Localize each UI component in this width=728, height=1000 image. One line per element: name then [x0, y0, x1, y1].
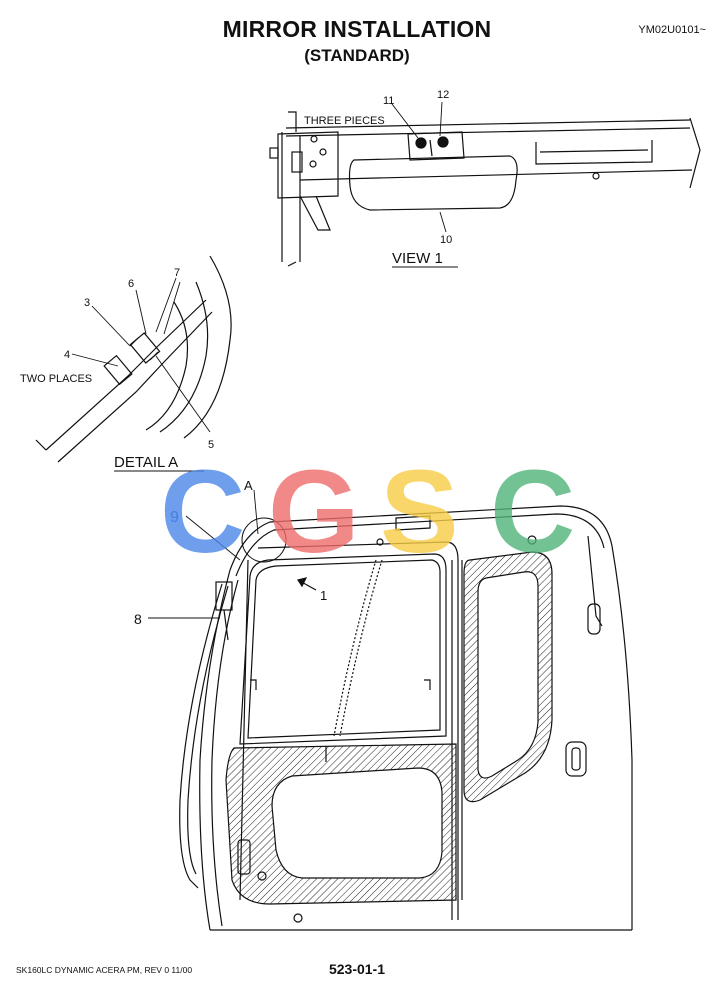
callout-5: 5	[208, 439, 214, 451]
watermark-letter-c2: C	[490, 446, 575, 578]
watermark-letter-g: G	[268, 446, 360, 578]
callout-8: 8	[134, 611, 142, 627]
callout-7: 7	[174, 267, 180, 279]
detail-a-drawing	[35, 255, 232, 472]
cab-drawing	[148, 489, 633, 931]
page-subtitle: (STANDARD)	[304, 46, 410, 65]
watermark-letter-c1: C	[160, 446, 245, 578]
view1-drawing	[269, 101, 701, 268]
callout-9: 9	[170, 509, 179, 526]
callout-6: 6	[128, 278, 134, 290]
cgsc-watermark: C G S C	[160, 446, 575, 578]
page-title: MIRROR INSTALLATION	[222, 16, 492, 42]
footer-model-info: SK160LC DYNAMIC ACERA PM, REV 0 11/00	[16, 965, 193, 975]
door-lower-panel	[225, 743, 457, 905]
callout-12: 12	[437, 89, 449, 101]
page-number: 523-01-1	[328, 961, 386, 977]
callout-4: 4	[64, 349, 70, 361]
callout-a: A	[244, 478, 253, 493]
watermark-letter-s: S	[380, 446, 459, 578]
callout-3: 3	[84, 297, 90, 309]
callout-10: 10	[440, 234, 452, 246]
detail-a-caption: DETAIL A	[114, 454, 178, 471]
rear-window-frame	[463, 551, 553, 803]
callout-1: 1	[320, 588, 327, 603]
detail-a-note-two-places: TWO PLACES	[20, 373, 92, 385]
view1-note-three-pieces: THREE PIECES	[304, 115, 385, 127]
view1-caption: VIEW 1	[392, 250, 443, 267]
callout-11: 11	[383, 95, 394, 107]
document-id: YM02U0101~	[638, 24, 706, 36]
